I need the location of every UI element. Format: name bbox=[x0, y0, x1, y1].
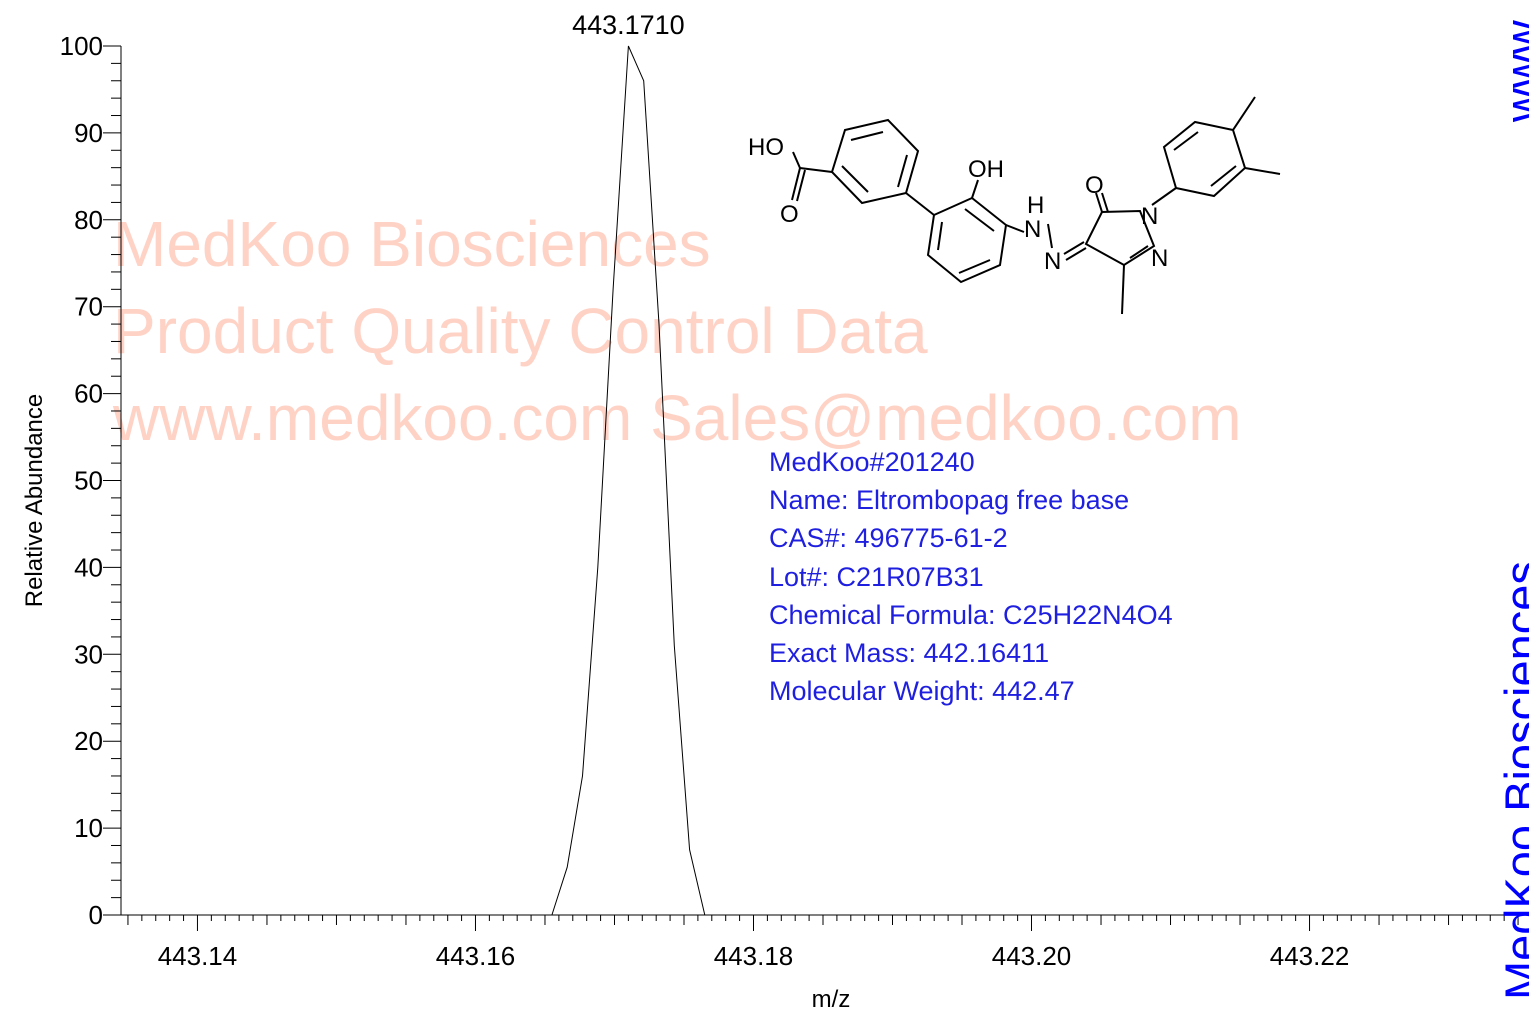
y-axis-label: Relative Abundance bbox=[21, 394, 48, 608]
y-axis-ticks: 0 10 20 30 40 50 60 70 80 90 100 bbox=[60, 31, 121, 930]
catalog-number: MedKoo#201240 bbox=[769, 447, 975, 477]
watermark-line-3: www.medkoo.com Sales@medkoo.com bbox=[113, 382, 1242, 454]
biaryl-bond bbox=[905, 192, 935, 216]
label-n2: N bbox=[1044, 248, 1061, 275]
x-tick-label: 443.18 bbox=[714, 941, 794, 971]
molecular-weight: Molecular Weight: 442.47 bbox=[769, 676, 1075, 707]
y-tick-label: 40 bbox=[74, 552, 103, 582]
exact-mass: Exact Mass: 442.16411 bbox=[769, 638, 1050, 669]
pyrazole-methyl bbox=[1121, 264, 1125, 315]
pyrazolone-carbonyl bbox=[1095, 192, 1109, 213]
y-tick-label: 80 bbox=[74, 205, 103, 235]
y-tick-label: 70 bbox=[74, 292, 103, 322]
label-o-acid: O bbox=[780, 201, 799, 228]
y-tick-label: 60 bbox=[74, 379, 103, 409]
x-tick-label: 443.14 bbox=[158, 941, 238, 971]
chemical-formula: Chemical Formula: C25H22N4O4 bbox=[769, 599, 1173, 630]
ring-d-inner-bonds bbox=[1173, 131, 1237, 187]
x-tick-label: 443.20 bbox=[992, 941, 1072, 971]
x-axis-label: m/z bbox=[812, 986, 851, 1011]
phenol-oh-bond bbox=[971, 179, 979, 199]
cas-number: CAS#: 496775-61-2 bbox=[769, 523, 1008, 554]
label-ho: HO bbox=[748, 134, 784, 161]
compound-info: MedKoo#201240 Name: Eltrombopag free bas… bbox=[769, 443, 1173, 710]
y-tick-label: 10 bbox=[74, 813, 103, 843]
label-o-ketone: O bbox=[1085, 172, 1104, 199]
y-tick-label: 90 bbox=[74, 118, 103, 148]
chemical-structure bbox=[791, 96, 1281, 315]
compound-name: Name: Eltrombopag free base bbox=[769, 485, 1130, 516]
y-tick-label: 100 bbox=[60, 31, 103, 61]
hydrazone-bonds bbox=[1005, 223, 1087, 261]
x-tick-label: 443.22 bbox=[1270, 941, 1350, 971]
structure-labels: HO O OH H N N O N N bbox=[748, 134, 1168, 275]
x-axis-ticks: 443.14 443.16 443.18 443.20 443.22 bbox=[127, 915, 1519, 971]
ring-c-inner-bonds bbox=[1129, 245, 1149, 259]
x-tick-label: 443.16 bbox=[436, 941, 516, 971]
y-tick-label: 0 bbox=[89, 900, 103, 930]
y-tick-label: 20 bbox=[74, 726, 103, 756]
spectrum-line bbox=[121, 45, 1525, 916]
y-tick-label: 30 bbox=[74, 639, 103, 669]
label-h: H bbox=[1027, 192, 1044, 219]
side-text-www: www bbox=[1495, 20, 1529, 122]
peak-annotation: 443.1710 bbox=[572, 10, 685, 40]
carboxyl-bonds bbox=[791, 151, 833, 202]
ring-a-inner-bonds bbox=[841, 131, 908, 193]
label-oh: OH bbox=[968, 156, 1004, 183]
watermark-line-1: MedKoo Biosciences bbox=[113, 208, 711, 280]
label-n1: N bbox=[1024, 216, 1041, 243]
label-n3: N bbox=[1141, 203, 1158, 230]
side-text-medkoo: MedKoo Biosciences bbox=[1495, 561, 1529, 1000]
y-tick-label: 50 bbox=[74, 466, 103, 496]
ring-d bbox=[1162, 120, 1247, 198]
n-aryl-bond bbox=[1151, 187, 1177, 206]
label-n4: N bbox=[1151, 245, 1168, 272]
ring-c bbox=[1084, 209, 1156, 267]
aryl-methyls bbox=[1232, 96, 1281, 175]
ring-b-inner-bonds bbox=[937, 208, 995, 274]
lot-number: Lot#: C21R07B31 bbox=[769, 561, 984, 592]
watermark-line-2: Product Quality Control Data bbox=[113, 295, 928, 367]
